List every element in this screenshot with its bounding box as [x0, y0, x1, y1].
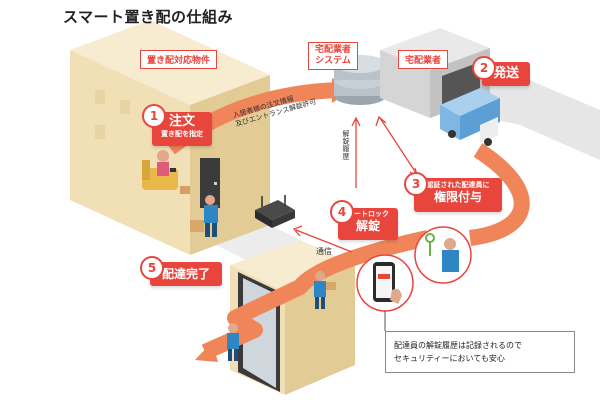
- apartment-door: [200, 158, 220, 208]
- building-label: 置き配対応物件: [140, 50, 218, 69]
- arrow-ship: [468, 143, 530, 246]
- step-1-sub: 置き配を指定: [161, 130, 203, 139]
- step-3-sub: 認証された配達員に: [426, 181, 490, 189]
- step-1-main: 注文: [168, 114, 195, 129]
- step-4-main: 解錠: [355, 218, 380, 233]
- step-4-sub: オートロック: [347, 210, 389, 218]
- entrance-roof: [230, 240, 355, 292]
- info-box: 配達員の解錠履歴は記録されるので セキュリティーにおいても安心: [385, 331, 575, 373]
- smartphone-icon: [356, 254, 414, 312]
- page-title: スマート置き配の仕組み: [63, 8, 234, 26]
- communication-annotation: 通信: [316, 247, 332, 256]
- step-3-number: 3: [404, 172, 428, 196]
- router-icon: [255, 195, 295, 228]
- entrance-side: [285, 265, 355, 395]
- step-1-number: 1: [142, 104, 166, 128]
- step-4-number: 4: [330, 200, 354, 224]
- info-box-text: 配達員の解錠履歴は記録されるので セキュリティーにおいても安心: [394, 341, 522, 363]
- truck-icon: [440, 88, 500, 146]
- company-label: 宅配業者: [398, 50, 449, 69]
- door-knob: [214, 182, 217, 185]
- delivery-person-icon: [204, 195, 218, 237]
- step-3-label: 認証された配達員に 権限付与: [414, 178, 502, 212]
- arrow-deliver: [201, 230, 430, 360]
- package-icon: [190, 220, 204, 232]
- key-icon: [414, 226, 472, 284]
- courier-walking-icon: [314, 271, 336, 309]
- system-label: 宅配業者 システム: [308, 42, 359, 70]
- step-5-number: 5: [140, 256, 164, 280]
- courier-leaving-icon: [227, 323, 239, 361]
- sofa-person-icon: [142, 150, 190, 194]
- step-5-label: 配達完了: [150, 262, 222, 286]
- step-3-main: 権限付与: [433, 189, 482, 204]
- step-4-label: オートロック 解錠: [338, 208, 398, 240]
- arrow-deliver-head: [195, 342, 218, 362]
- unlock-history-annotation: 解錠履歴: [342, 130, 350, 160]
- step-2-number: 2: [472, 56, 496, 80]
